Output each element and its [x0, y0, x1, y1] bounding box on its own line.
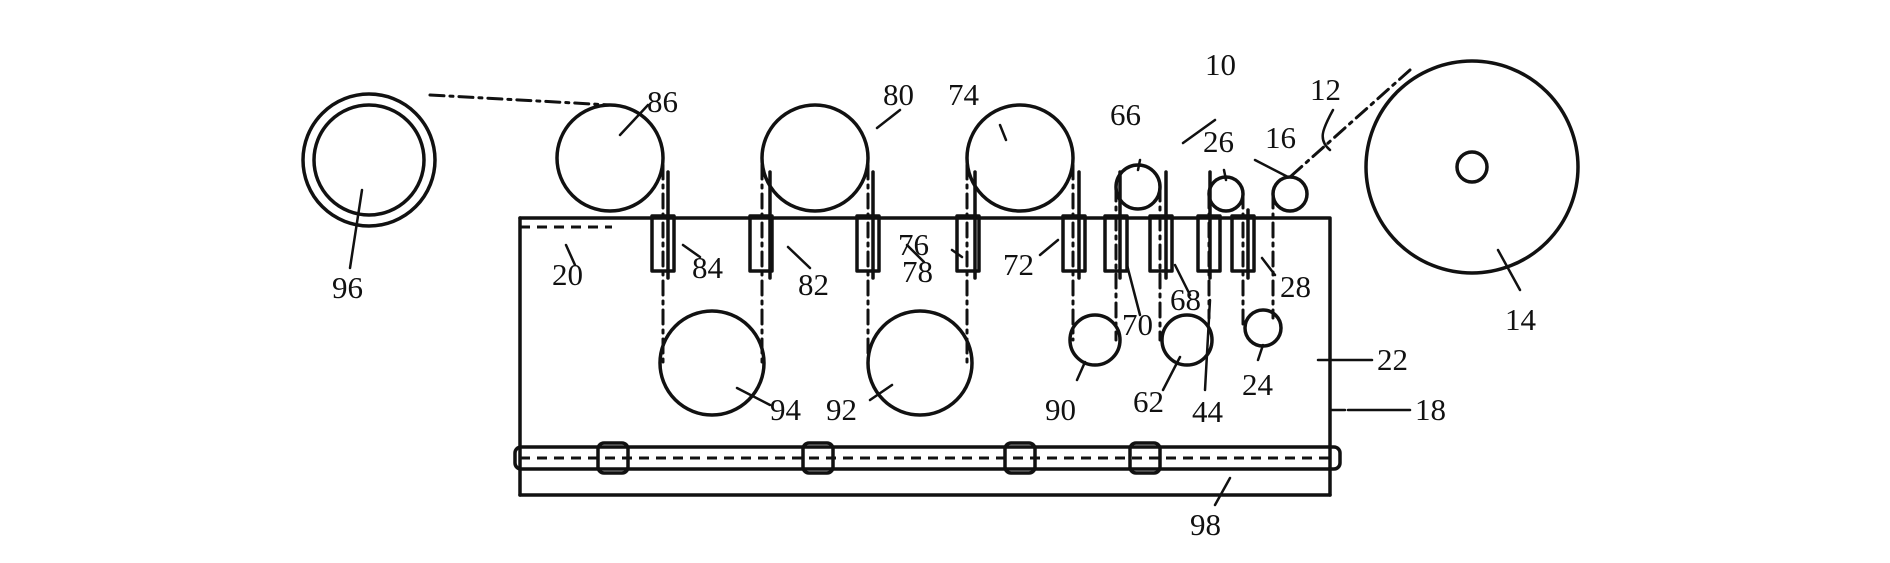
label-20: 20: [552, 257, 583, 292]
label-12: 12: [1310, 72, 1341, 107]
leader-lines: [348, 103, 1522, 507]
label-90: 90: [1045, 392, 1076, 427]
label-72: 72: [1003, 247, 1034, 282]
label-24: 24: [1242, 367, 1274, 402]
label-98: 98: [1190, 507, 1221, 542]
label-16: 16: [1265, 120, 1296, 155]
label-86: 86: [647, 84, 678, 119]
label-62: 62: [1133, 384, 1164, 419]
label-44: 44: [1192, 394, 1224, 429]
conveyor-rail: [513, 441, 1342, 475]
web-path: [428, 68, 1412, 365]
label-28: 28: [1280, 269, 1311, 304]
label-92: 92: [826, 392, 857, 427]
label-14: 14: [1505, 302, 1537, 337]
label-74: 74: [948, 77, 980, 112]
label-76: 76: [898, 227, 929, 262]
label-68: 68: [1170, 282, 1201, 317]
reference-labels: 10 12 14 16 18 20 22 24 26 28 44 62 66 6…: [332, 47, 1537, 542]
label-84: 84: [692, 250, 724, 285]
guide-heads: [650, 170, 1256, 280]
label-82: 82: [798, 267, 829, 302]
label-96: 96: [332, 270, 363, 305]
label-10: 10: [1205, 47, 1236, 82]
label-18: 18: [1415, 392, 1446, 427]
lower-rollers: [658, 308, 1283, 417]
label-80: 80: [883, 77, 914, 112]
label-78: 78: [902, 254, 933, 289]
take-up-roll: [301, 92, 437, 228]
label-66: 66: [1110, 97, 1141, 132]
label-22: 22: [1377, 342, 1408, 377]
supply-roll: [1364, 59, 1580, 275]
label-70: 70: [1122, 307, 1153, 342]
label-26: 26: [1203, 124, 1234, 159]
label-94: 94: [770, 392, 802, 427]
